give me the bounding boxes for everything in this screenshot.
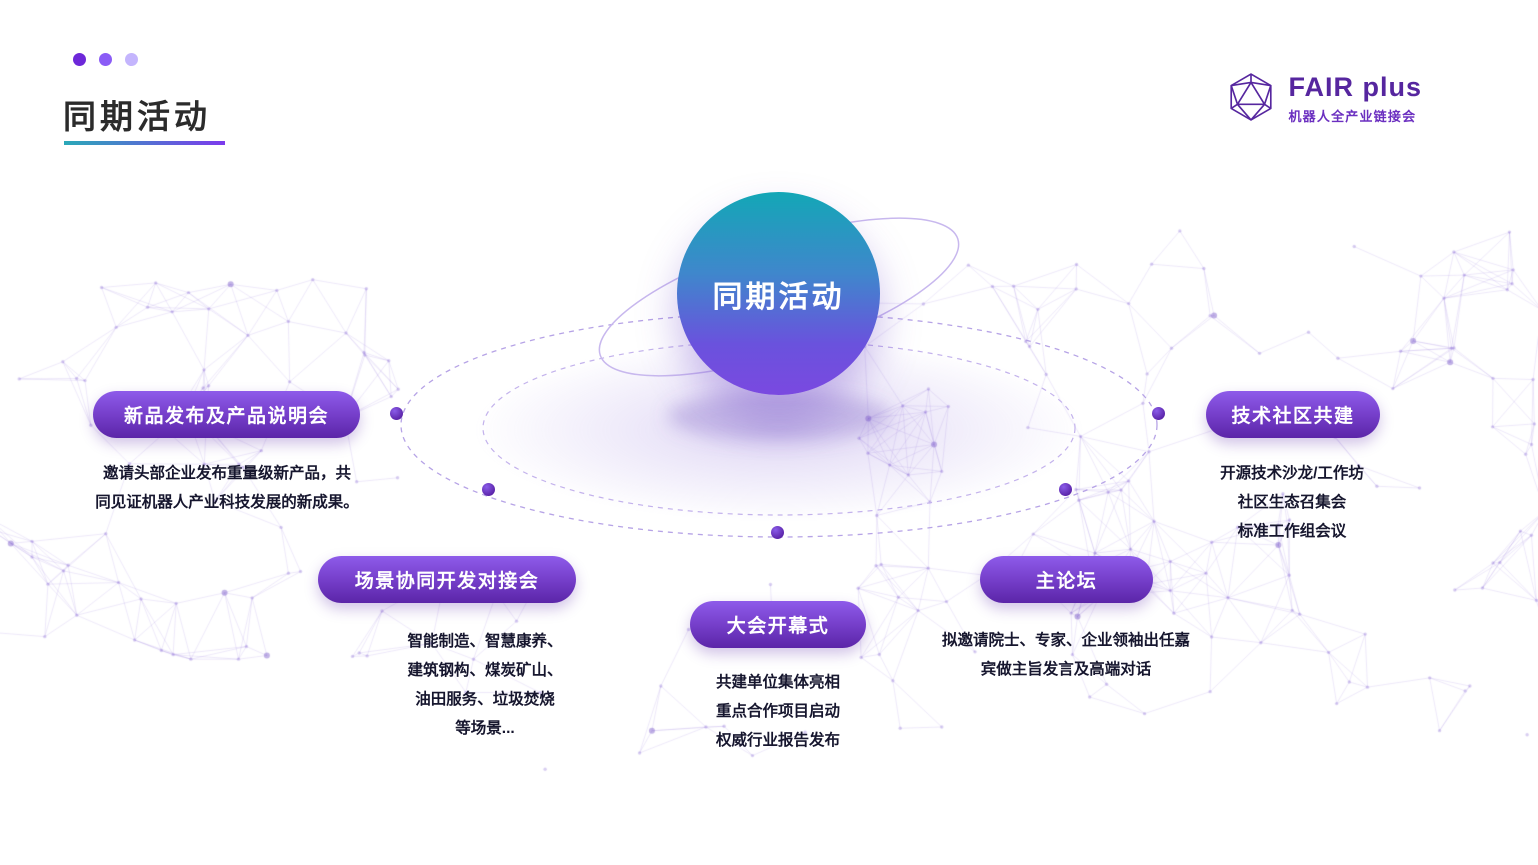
activity-desc-opening-ceremony: 共建单位集体亮相 重点合作项目启动 权威行业报告发布 xyxy=(683,668,873,755)
activity-pill-scene-codev: 场景协同开发对接会 xyxy=(318,556,576,603)
desc-line: 智能制造、智慧康养、 xyxy=(407,633,563,650)
connector-dot-new-product xyxy=(390,407,403,420)
activity-desc-tech-community: 开源技术沙龙/工作坊 社区生态召集会 标准工作组会议 xyxy=(1192,459,1392,546)
desc-line: 共建单位集体亮相 xyxy=(715,674,840,691)
desc-line: 拟邀请院士、专家、企业领袖出任嘉 xyxy=(941,632,1190,649)
desc-line: 油田服务、垃圾焚烧 xyxy=(415,691,555,708)
center-sphere-label: 同期活动 xyxy=(712,280,845,314)
desc-line: 标准工作组会议 xyxy=(1237,523,1347,540)
activity-desc-new-product-launch: 邀请头部企业发布重量级新产品，共 同见证机器人产业科技发展的新成果。 xyxy=(62,459,392,517)
fairplus-logo-icon xyxy=(1230,73,1273,121)
desc-line: 等场景... xyxy=(455,720,515,737)
activity-desc-scene-codev: 智能制造、智慧康养、 建筑钢构、煤炭矿山、 油田服务、垃圾焚烧 等场景... xyxy=(370,627,600,743)
desc-line: 开源技术沙龙/工作坊 xyxy=(1220,465,1364,482)
connector-dot-opening xyxy=(771,526,784,539)
desc-line: 社区生态召集会 xyxy=(1237,494,1347,511)
fairplus-logo: FAIR plus 机器人全产业链接会 xyxy=(1226,72,1422,125)
activity-pill-opening-ceremony: 大会开幕式 xyxy=(690,601,866,648)
desc-line: 同见证机器人产业科技发展的新成果。 xyxy=(95,494,359,511)
logo-text: FAIR plus 机器人全产业链接会 xyxy=(1288,72,1422,125)
accent-dot-1 xyxy=(73,53,86,66)
connector-dot-community xyxy=(1152,407,1165,420)
desc-line: 邀请头部企业发布重量级新产品，共 xyxy=(102,465,351,482)
logo-title: FAIR plus xyxy=(1288,72,1422,102)
connector-dot-forum xyxy=(1059,483,1072,496)
activity-desc-main-forum: 拟邀请院士、专家、企业领袖出任嘉 宾做主旨发言及高端对话 xyxy=(903,626,1229,684)
desc-line: 宾做主旨发言及高端对话 xyxy=(980,661,1152,678)
accent-dot-3 xyxy=(125,53,138,66)
page-title: 同期活动 xyxy=(63,98,211,135)
desc-line: 权威行业报告发布 xyxy=(715,732,840,749)
desc-line: 重点合作项目启动 xyxy=(715,703,840,720)
header-accent-dots xyxy=(73,53,138,66)
activity-pill-tech-community: 技术社区共建 xyxy=(1206,391,1380,438)
desc-line: 建筑钢构、煤炭矿山、 xyxy=(407,662,563,679)
center-sphere: 同期活动 xyxy=(677,192,880,395)
logo-subtitle: 机器人全产业链接会 xyxy=(1288,109,1417,124)
title-underline xyxy=(64,141,225,145)
activity-pill-new-product-launch: 新品发布及产品说明会 xyxy=(93,391,360,438)
accent-dot-2 xyxy=(99,53,112,66)
activity-pill-main-forum: 主论坛 xyxy=(980,556,1153,603)
connector-dot-scene xyxy=(482,483,495,496)
